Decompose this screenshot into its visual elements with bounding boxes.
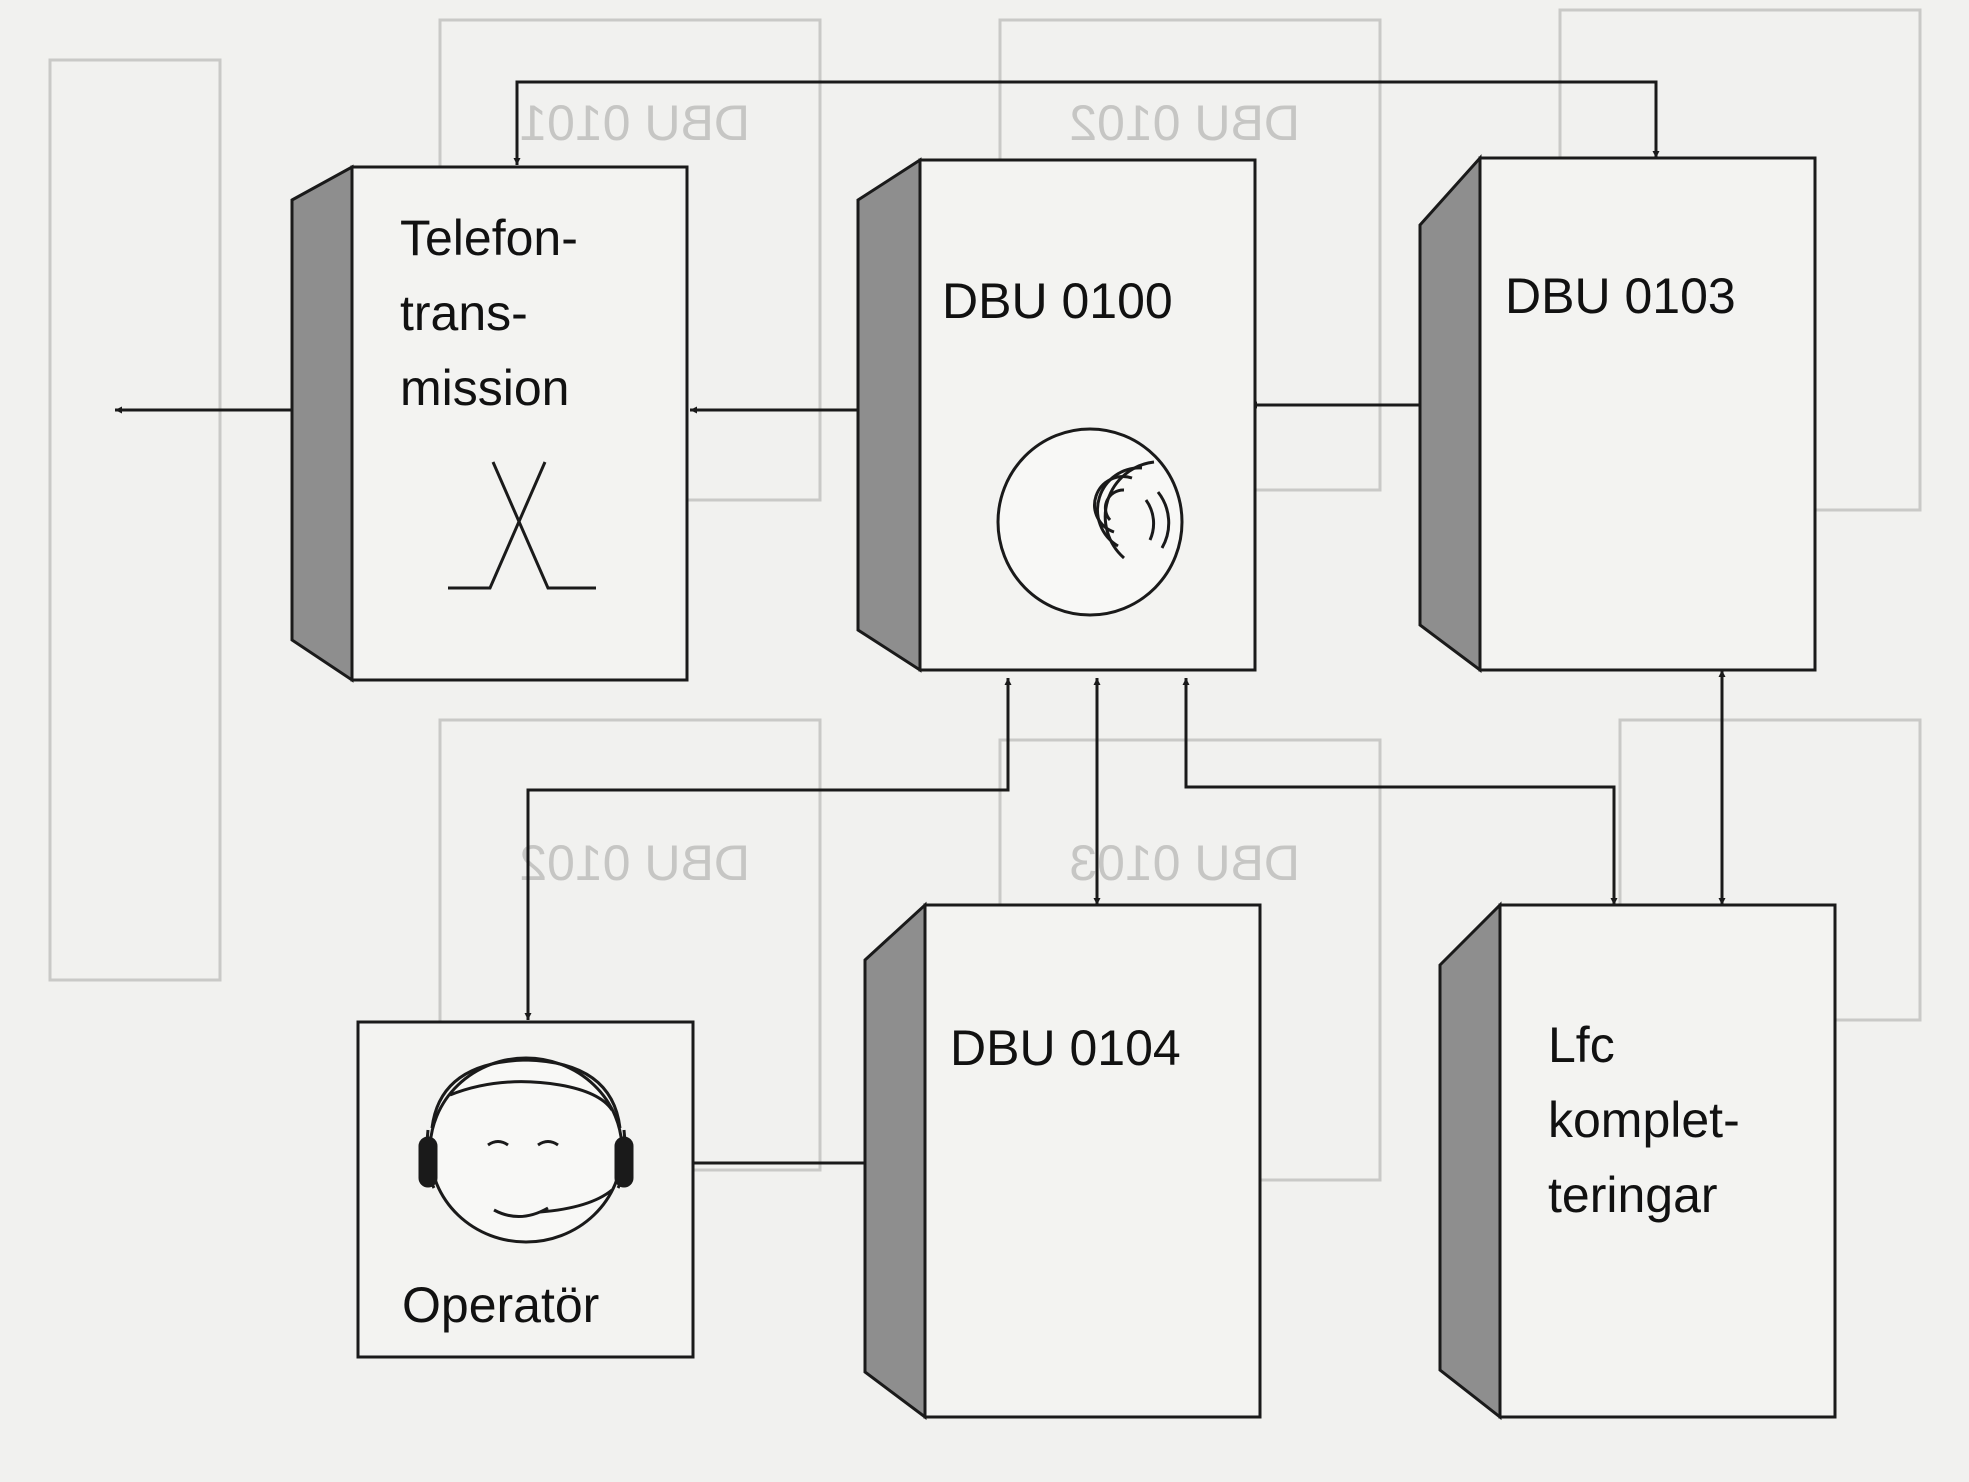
operator-label: Operatör [402,1277,599,1333]
telefontransmission-line-1: Telefon- [400,210,578,266]
block-dbu0103: DBU 0103 [1418,154,1817,673]
block-lfc-kompletteringar: Lfc komplet- teringar [1438,901,1837,1421]
svg-text:DBU 0102: DBU 0102 [1069,95,1300,151]
block-telefontransmission: Telefon- trans- mission [290,164,689,683]
disc-icon [996,427,1184,617]
lfc-line-3: teringar [1548,1167,1718,1223]
block-dbu0100: DBU 0100 [856,157,1257,673]
operator-headset-icon [418,1056,634,1244]
svg-text:DBU 0101: DBU 0101 [519,95,750,151]
lfc-line-1: Lfc [1548,1017,1615,1073]
dbu0104-label: DBU 0104 [950,1020,1181,1076]
block-operator: Operatör [356,1020,695,1359]
dbu0103-label: DBU 0103 [1505,268,1736,324]
connector-top-telefontransmission-to-dbu0103 [513,80,1660,165]
telefontransmission-line-3: mission [400,360,569,416]
lfc-line-2: komplet- [1548,1092,1740,1148]
svg-text:DBU 0103: DBU 0103 [1069,835,1300,891]
crossing-lines-icon [448,461,596,590]
dbu0100-label: DBU 0100 [942,273,1173,329]
svg-text:DBU 0102: DBU 0102 [519,835,750,891]
connector-dbu0100-to-operator [524,678,1012,1020]
telefontransmission-line-2: trans- [400,285,528,341]
connector-dbu0100-to-lfc [1182,678,1618,905]
block-dbu0104: DBU 0104 [863,901,1262,1420]
